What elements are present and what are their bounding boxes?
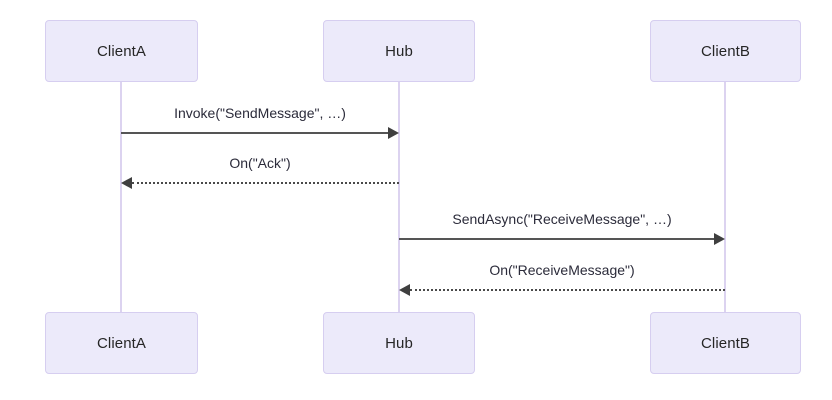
message-on-receivemessage-label: On("ReceiveMessage") [489, 262, 635, 278]
message-on-ack-label: On("Ack") [229, 155, 291, 171]
participant-header-clientA-label: ClientA [96, 42, 147, 60]
participant-footer-clientB-label: ClientB [700, 334, 751, 352]
lifeline-hub [398, 82, 400, 312]
arrowhead-left-icon [121, 177, 132, 189]
participant-footer-hub-label: Hub [385, 334, 413, 352]
arrowhead-right-icon [388, 127, 399, 139]
lifeline-clientA [120, 82, 122, 312]
participant-footer-clientA-label: ClientA [96, 334, 147, 352]
participant-footer-clientA[interactable]: ClientA [45, 312, 198, 374]
lifeline-clientB [724, 82, 726, 312]
message-line-dotted [410, 289, 725, 291]
participant-footer-clientB[interactable]: ClientB [650, 312, 801, 374]
participant-header-clientB-label: ClientB [700, 42, 751, 60]
message-line-solid [121, 132, 388, 134]
participant-header-hub-label: Hub [385, 42, 413, 60]
message-invoke-sendmessage-label: Invoke("SendMessage", …) [174, 105, 346, 121]
message-sendasync-receivemessage-label: SendAsync("ReceiveMessage", …) [452, 211, 672, 227]
participant-header-clientA[interactable]: ClientA [45, 20, 198, 82]
arrowhead-left-icon [399, 284, 410, 296]
message-line-dotted [132, 182, 399, 184]
participant-footer-hub[interactable]: Hub [323, 312, 475, 374]
participant-header-hub[interactable]: Hub [323, 20, 475, 82]
participant-header-clientB[interactable]: ClientB [650, 20, 801, 82]
arrowhead-right-icon [714, 233, 725, 245]
message-line-solid [399, 238, 714, 240]
